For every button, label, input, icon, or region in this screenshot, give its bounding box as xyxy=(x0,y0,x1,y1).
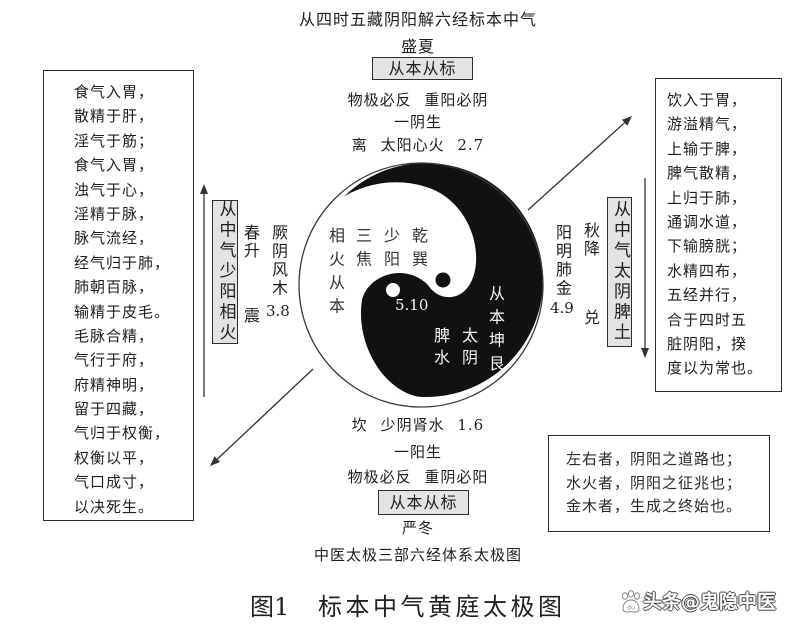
summer-trigram-line: 离 太阳心火 2.7 xyxy=(351,136,485,154)
figure-caption-label: 图1 xyxy=(250,593,290,621)
taiji-outer-ring xyxy=(298,162,544,408)
autumn-number: 4.9 xyxy=(550,299,574,317)
quote-line: 留于四藏， xyxy=(74,400,155,419)
quote-line: 气归于权衡， xyxy=(74,424,171,443)
taiji-yang-column: 相火从本 xyxy=(326,227,345,321)
spring-number: 3.8 xyxy=(266,302,290,320)
quote-line: 通调水道， xyxy=(667,212,748,231)
quote-line: 气口成寸， xyxy=(74,473,155,492)
left-quote-box: 食气入胃， 散精于肝， 淫气于筋； 食气入胃， 浊气于心， 淫精于脉， 脉气流经… xyxy=(43,70,194,521)
winter-birth: 一阳生 xyxy=(393,443,442,461)
quote-line: 脏阴阳，揆 xyxy=(667,334,748,353)
right-quote-box: 饮入于胃， 游溢精气， 上输于脾， 脾气散精， 上归于肺， 通调水道， 下输膀胱… xyxy=(655,78,782,392)
spring-label-box: 从中气少阳相火 xyxy=(212,200,238,344)
winter-trigram-line: 坎 少阴肾水 1.6 xyxy=(351,416,485,434)
spring-season-label: 春升 xyxy=(241,224,260,260)
arrowhead-icon xyxy=(200,184,208,194)
yin-eye-dot xyxy=(435,272,451,288)
taiji-yang-region xyxy=(308,182,477,397)
quote-line: 浊气于心， xyxy=(74,180,155,199)
baidu-paw-icon: du xyxy=(621,590,641,613)
arrow-lower-left xyxy=(210,368,314,466)
spring-trigram-label: 震 xyxy=(241,307,260,323)
taiji-yang-column: 乾巽 xyxy=(409,227,428,274)
quote-line: 以决死生。 xyxy=(74,497,155,516)
watermark-platform: 头条 xyxy=(643,591,682,613)
taiji-yin-column: 脾水 xyxy=(431,327,450,371)
winter-box-label: 从本从标 xyxy=(389,492,458,512)
quote-line: 五经并行， xyxy=(667,286,748,305)
quote-line: 上归于肺， xyxy=(667,188,748,207)
diagram-subtitle: 中医太极三部六经体系太极图 xyxy=(313,546,522,564)
quote-line: 左右者，阴阳之道路也； xyxy=(566,450,743,468)
quote-line: 水精四布， xyxy=(667,261,748,280)
quote-line: 度以为常也。 xyxy=(667,359,764,378)
quote-line: 散精于肝， xyxy=(74,107,155,126)
winter-season-label: 严冬 xyxy=(401,519,434,537)
taiji-center-number: 5.10 xyxy=(395,296,429,314)
arrow-upper-right xyxy=(527,116,632,211)
quote-line: 饮入于胃， xyxy=(667,91,748,109)
quote-line: 食气入胃， xyxy=(74,156,155,175)
autumn-trigram-label: 兑 xyxy=(581,309,600,325)
winter-principle: 物极必反 重阴必阳 xyxy=(347,468,489,486)
quote-line: 脾气散精， xyxy=(667,164,748,183)
bottom-quote-box: 左右者，阴阳之道路也； 水火者，阴阳之征兆也； 金木者，生成之终始也。 xyxy=(548,435,770,532)
taiji-yin-column: 从本坤艮 xyxy=(486,285,505,379)
spring-meridian-label: 厥阴风木 xyxy=(269,224,288,298)
quote-line: 府精神明， xyxy=(74,375,155,394)
quote-line: 水火者，阴阳之征兆也； xyxy=(566,473,743,492)
quote-line: 淫精于脉， xyxy=(74,204,155,223)
right-quote-lines: 饮入于胃， 游溢精气， 上输于脾， 脾气散精， 上归于肺， 通调水道， 下输膀胱… xyxy=(656,79,781,381)
quote-line: 合于四时五 xyxy=(667,310,748,329)
arrowhead-icon xyxy=(641,348,649,358)
quote-line: 游溢精气， xyxy=(667,115,748,134)
autumn-label-box: 从中气太阴脾土 xyxy=(607,197,632,347)
bottom-quote-lines: 左右者，阴阳之道路也； 水火者，阴阳之征兆也； 金木者，生成之终始也。 xyxy=(549,436,769,519)
quote-line: 脉气流经， xyxy=(74,229,155,248)
quote-line: 输精于皮毛。 xyxy=(74,302,171,321)
autumn-box-label: 从中气太阴脾土 xyxy=(610,200,630,344)
summer-label-box: 从本从标 xyxy=(372,57,473,80)
watermark-handle: @鬼隐中医 xyxy=(681,591,777,613)
quote-line: 食气入胃， xyxy=(74,83,155,101)
taiji-yang-column: 三焦 xyxy=(353,227,372,274)
quote-line: 金木者，生成之终始也。 xyxy=(566,497,743,515)
figure-header-title: 从四时五藏阴阳解六经标本中气 xyxy=(298,10,537,29)
svg-text:du: du xyxy=(627,604,635,612)
summer-birth: 一阴生 xyxy=(393,113,442,131)
summer-box-label: 从本从标 xyxy=(388,58,457,78)
arrow-spring-ascending xyxy=(200,184,208,397)
quote-line: 下输膀胱； xyxy=(667,237,748,256)
taiji-yin-column: 太阴 xyxy=(459,327,478,371)
autumn-meridian-label: 阳明肺金 xyxy=(553,224,572,298)
quote-line: 经气归于肺， xyxy=(74,253,171,272)
quote-line: 淫气于筋； xyxy=(74,131,155,150)
arrow-autumn-descending xyxy=(641,178,649,358)
watermark-text: 头条@鬼隐中医 xyxy=(643,591,776,613)
summer-season-label: 盛夏 xyxy=(400,37,435,56)
summer-principle: 物极必反 重阳必阴 xyxy=(347,91,489,109)
winter-label-box: 从本从标 xyxy=(378,490,469,515)
taiji-yang-column: 少阳 xyxy=(381,227,400,274)
autumn-season-label: 秋降 xyxy=(581,222,600,258)
arrowhead-icon xyxy=(210,456,220,466)
quote-line: 权衡以平， xyxy=(74,448,155,467)
yang-eye-dot xyxy=(386,283,400,297)
arrowhead-icon xyxy=(621,116,632,126)
left-quote-lines: 食气入胃， 散精于肝， 淫气于筋； 食气入胃， 浊气于心， 淫精于脉， 脉气流经… xyxy=(44,71,193,519)
spring-box-label: 从中气少阳相火 xyxy=(215,200,236,344)
quote-line: 上输于脾， xyxy=(667,139,748,158)
quote-line: 毛脉合精， xyxy=(74,326,155,345)
figure-caption-title: 标本中气黄庭太极图 xyxy=(318,593,566,621)
quote-line: 肺朝百脉， xyxy=(74,278,155,297)
quote-line: 气行于府， xyxy=(74,351,155,370)
